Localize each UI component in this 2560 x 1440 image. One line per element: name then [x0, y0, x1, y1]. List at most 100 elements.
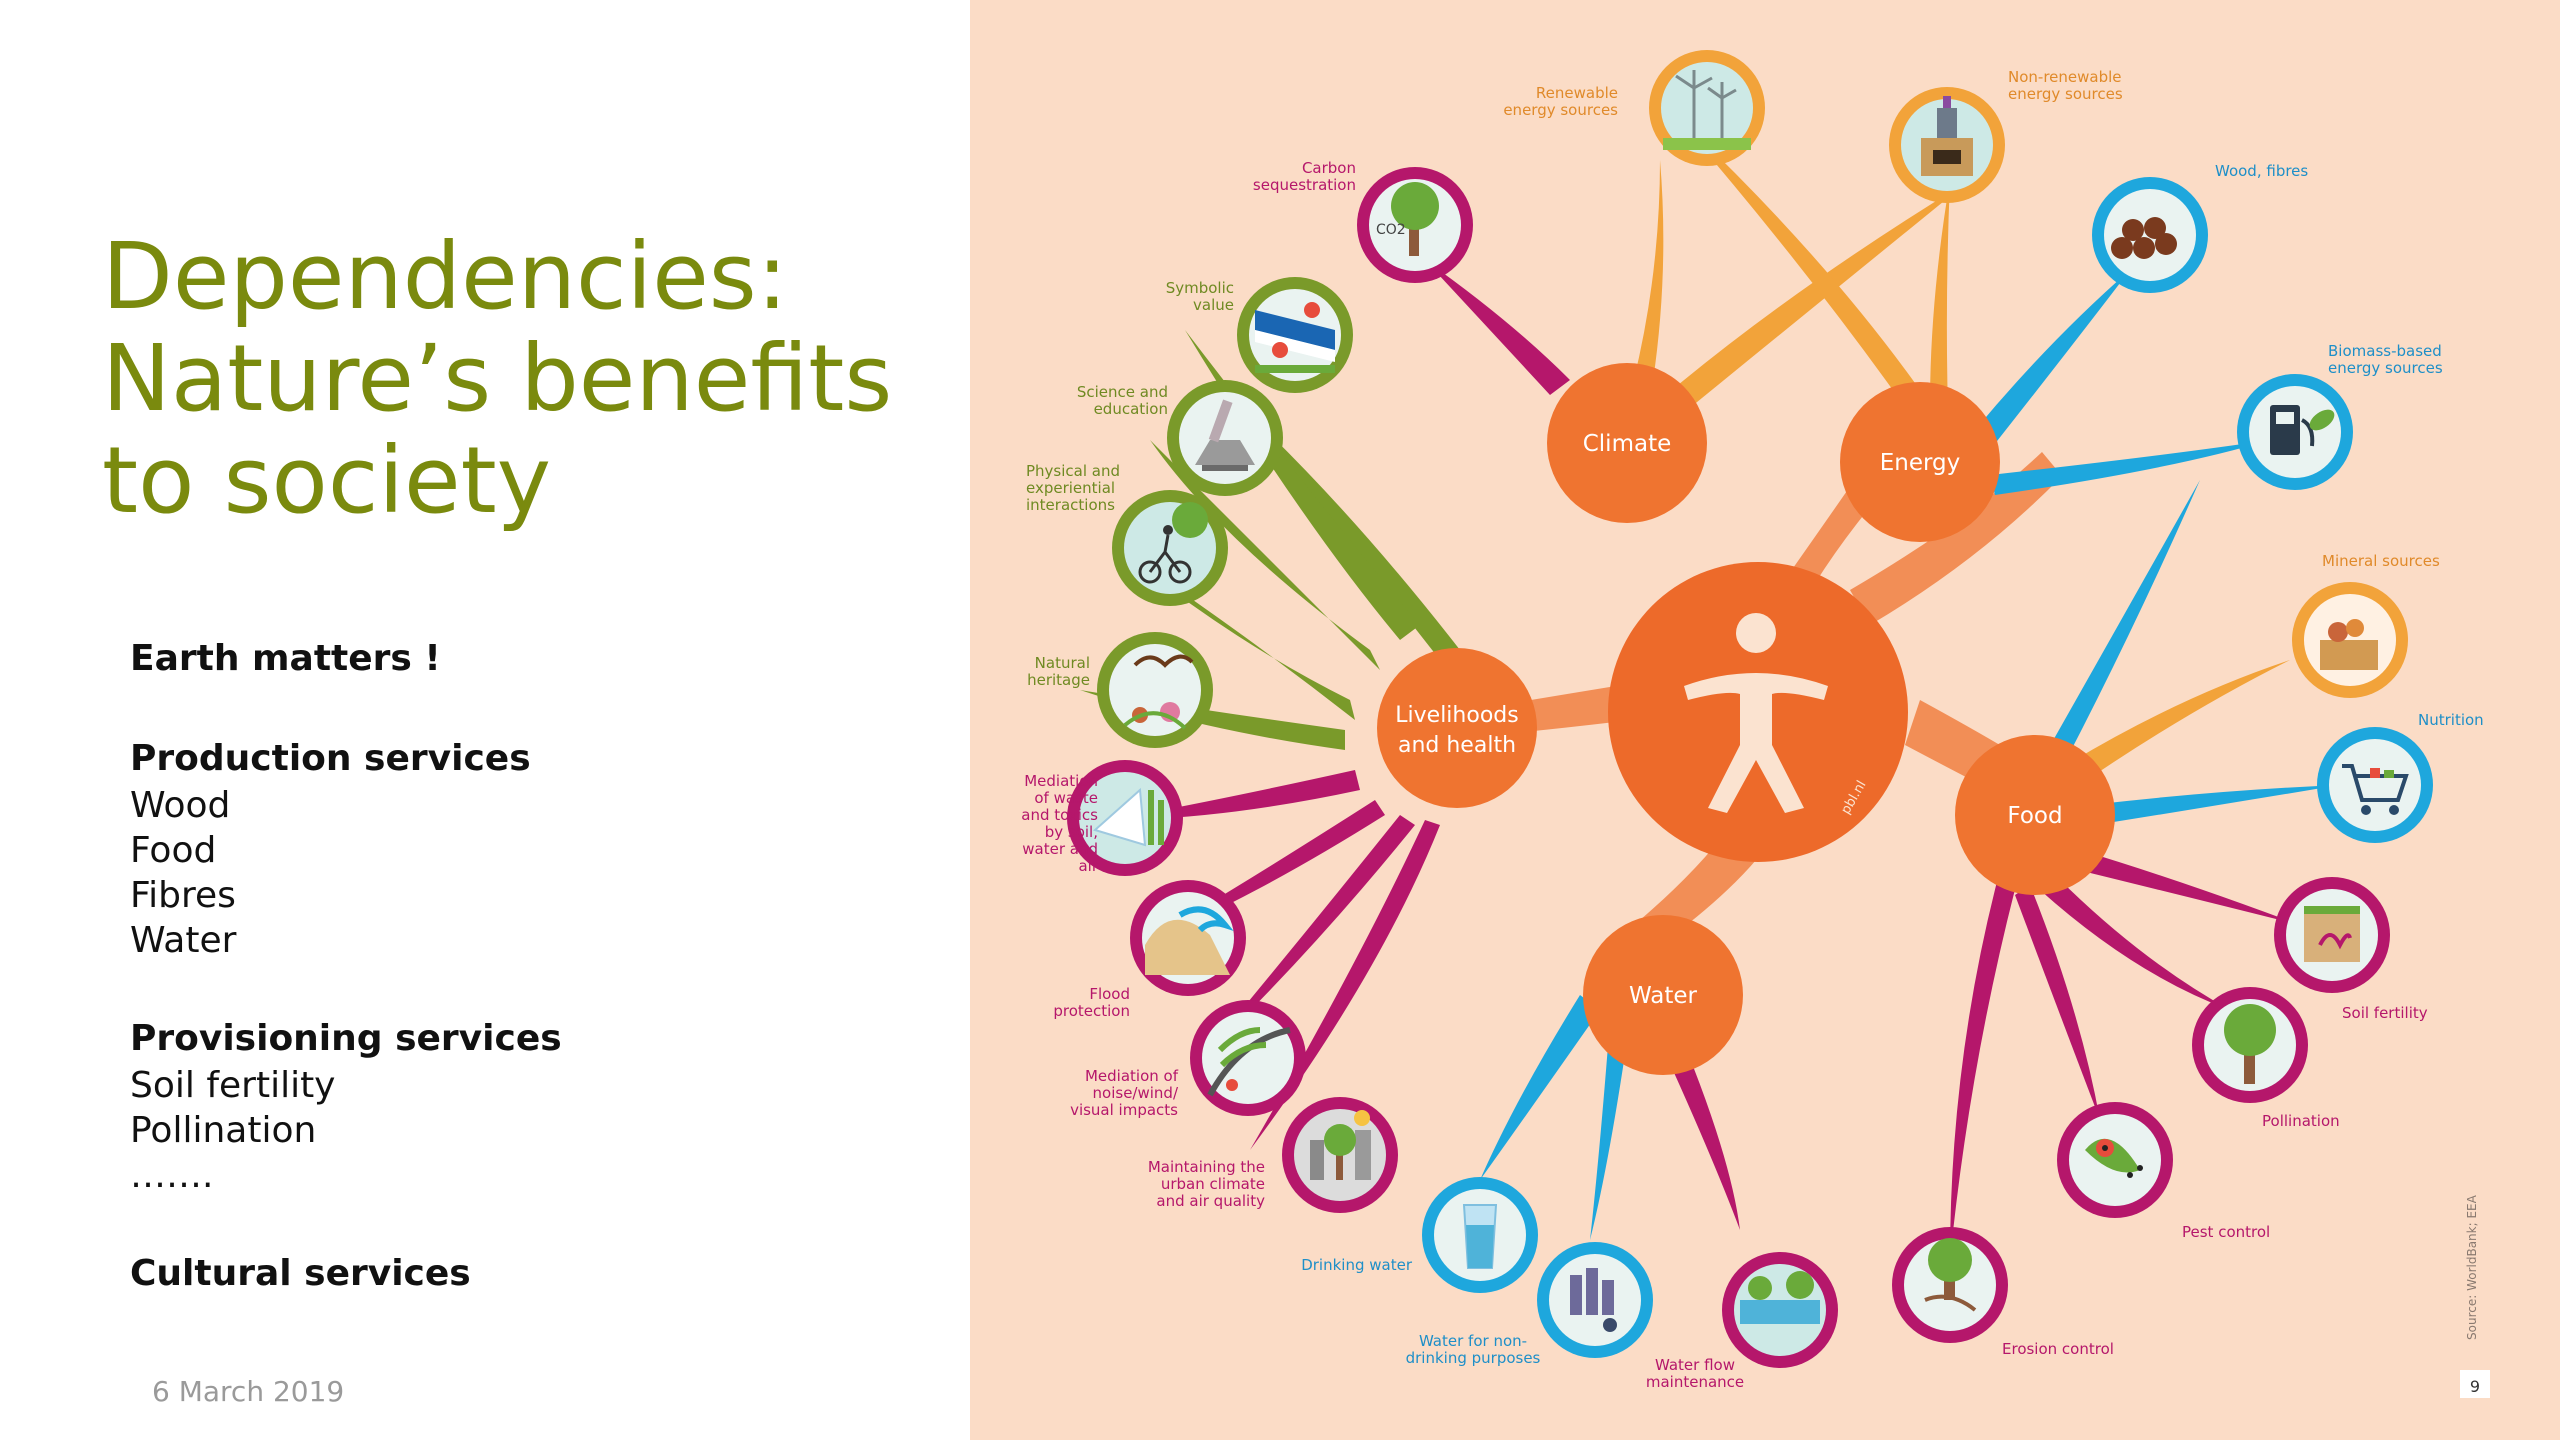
label-line: visual impacts [1070, 1101, 1178, 1119]
label-line: water and [1022, 840, 1098, 858]
branch [1630, 160, 1664, 400]
co2-label: CO2 [1376, 222, 1406, 238]
crate-icon [2320, 619, 2378, 670]
hub-label: Energy [1880, 450, 1961, 476]
production-item: Food [130, 830, 217, 871]
label-renewable: Renewable energy sources [1503, 84, 1618, 119]
branch [1850, 452, 2062, 625]
branch [1200, 815, 1415, 1060]
branch [1660, 180, 1970, 420]
label-line: by soil, [1045, 823, 1098, 841]
slide-title-line-1: Dependencies: [102, 223, 788, 330]
slide-title-line-3: to society [102, 427, 552, 534]
label-line: sequestration [1253, 176, 1356, 194]
livelihoods-hub: Livelihoods and health [1377, 648, 1537, 808]
label-wood: Wood, fibres [2215, 162, 2308, 180]
branch [1150, 440, 1380, 670]
branch [1590, 1020, 1630, 1240]
ladybug-icon [2085, 1138, 2143, 1178]
label-line: air [1078, 857, 1098, 875]
earth-heading: Earth matters ! [130, 638, 441, 679]
slide-text-panel: Dependencies: Nature’s benefits to socie… [0, 0, 970, 1440]
label-drinking: Drinking water [1301, 1256, 1413, 1274]
label-science: Science and education [1077, 383, 1168, 418]
provisioning-item: Pollination [130, 1110, 317, 1151]
branch [1425, 260, 1570, 395]
service-drinking-water [1422, 1177, 1538, 1293]
flag-icon [1255, 302, 1335, 373]
branch [1950, 870, 2020, 1260]
service-urban-climate [1282, 1097, 1398, 1213]
label-line: Maintaining the [1148, 1158, 1265, 1176]
label-line: Erosion control [2002, 1340, 2114, 1358]
person-head-icon [1736, 613, 1776, 653]
reeds-icon [1092, 787, 1164, 847]
hub-label: Food [2007, 803, 2062, 829]
slide-title: Dependencies: Nature’s benefits to socie… [102, 226, 962, 532]
spacer [130, 1198, 950, 1250]
hub-label: Livelihoods [1395, 703, 1518, 728]
label-line: Natural [1035, 654, 1090, 672]
page-number-box [2460, 1370, 2490, 1398]
label-line: Mineral sources [2322, 552, 2440, 570]
branch [1975, 270, 2130, 450]
label-line: Water flow [1655, 1356, 1735, 1374]
production-item: Fibres [130, 875, 236, 916]
label-pollination: Pollination [2262, 1112, 2340, 1130]
wave-icon [1145, 906, 1234, 975]
label-pest: Pest control [2182, 1223, 2270, 1241]
label-urban: Maintaining the urban climate and air qu… [1148, 1158, 1265, 1210]
shopping-cart-icon [2342, 764, 2409, 815]
city-tree-icon [1310, 1110, 1371, 1180]
label-flood: Flood protection [1053, 985, 1130, 1020]
label-layer: Renewable energy sources Non-renewable e… [1021, 68, 2483, 1391]
label-line: Physical and [1026, 462, 1120, 480]
label-carbon: Carbon sequestration [1253, 159, 1356, 194]
food-hub: Food [1955, 735, 2115, 895]
noise-waves-icon [1207, 1027, 1291, 1097]
label-line: maintenance [1646, 1373, 1744, 1391]
cyclist-icon [1138, 502, 1208, 584]
label-biomass: Biomass-based energy sources [2328, 342, 2443, 377]
label-symbolic: Symbolic value [1166, 279, 1234, 314]
service-nutrition [2317, 727, 2433, 843]
label-line: and air quality [1156, 1192, 1265, 1210]
factory-pipes-icon [1570, 1268, 1617, 1332]
service-erosion-control [1892, 1227, 2008, 1343]
provisioning-item: ……. [130, 1155, 214, 1196]
production-heading: Production services [130, 738, 531, 779]
bird-flower-icon [1123, 654, 1194, 730]
label-line: Renewable [1536, 84, 1618, 102]
branch [2015, 885, 2100, 1120]
source-note: Source: WorldBank; EEA [2465, 1194, 2479, 1340]
label-heritage: Natural heritage [1027, 654, 1090, 689]
energy-hub: Energy [1840, 382, 2000, 542]
service-symbolic-value [1237, 277, 1353, 393]
infographic-svg: pbl.nl Climate Energy Food Water Livelih… [1021, 50, 2490, 1398]
service-noise-mediation [1190, 1000, 1306, 1116]
label-line: Nutrition [2418, 711, 2484, 729]
service-nondrinking-water [1537, 1242, 1653, 1358]
service-mineral-sources [2292, 582, 2408, 698]
label-line: of waste [1034, 789, 1098, 807]
service-soil-fertility [2274, 877, 2390, 993]
label-line: energy sources [2008, 85, 2123, 103]
mine-icon [1921, 96, 1973, 176]
label-line: heritage [1027, 671, 1090, 689]
branch [1110, 770, 1360, 820]
label-line: drinking purposes [1406, 1349, 1541, 1367]
label-line: Carbon [1302, 159, 1356, 177]
spacer [130, 683, 950, 735]
service-biomass-energy [2237, 374, 2353, 490]
soil-worm-icon [2304, 906, 2360, 962]
label-line: value [1193, 296, 1234, 314]
service-wood-fibres [2092, 177, 2208, 293]
hub-label: Climate [1583, 431, 1672, 457]
water-hub: Water [1583, 915, 1743, 1075]
service-science-education [1167, 380, 1283, 496]
service-carbon-sequestration: CO2 [1357, 167, 1473, 283]
branch [2070, 850, 2300, 925]
label-physical: Physical and experiential interactions [1026, 462, 1120, 514]
label-waste: Mediation of waste and toxics by soil, w… [1021, 772, 1099, 875]
branch [1480, 995, 1600, 1180]
